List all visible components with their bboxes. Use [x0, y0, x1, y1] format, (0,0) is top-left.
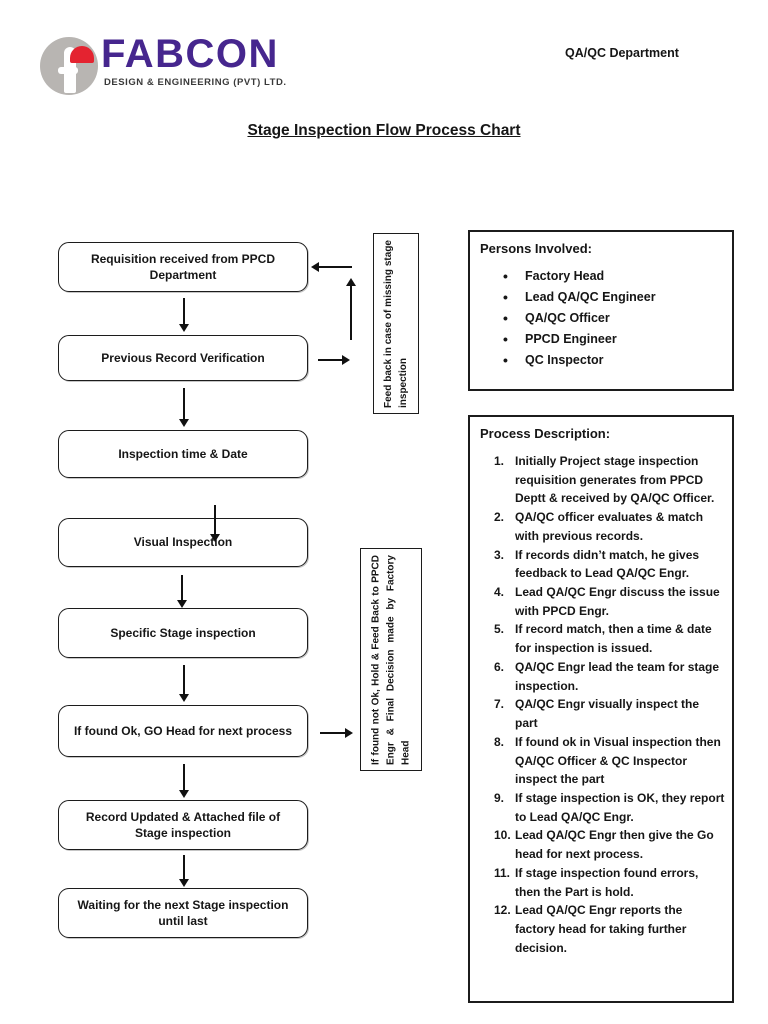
process-step: 11. If stage inspection found errors, the…: [470, 864, 732, 901]
step-number: 3.: [494, 547, 505, 562]
persons-involved-panel: Persons Involved: Factory Head Lead QA/Q…: [468, 230, 734, 391]
step-number: 8.: [494, 734, 505, 749]
step-text: If records didn’t match, he gives feedba…: [515, 547, 700, 581]
flow-arrow-down-icon: [183, 764, 185, 791]
process-step: 9. If stage inspection is OK, they report…: [470, 789, 732, 826]
feedback-arrow-up-icon: [350, 285, 352, 340]
flow-box-requisition-received: Requisition received from PPCD Departmen…: [58, 242, 308, 292]
flow-box-visual-inspection: Visual Inspection: [58, 518, 308, 567]
person-item: PPCD Engineer: [470, 331, 732, 347]
process-step: 3. If records didn’t match, he gives feed…: [470, 546, 732, 583]
step-number: 6.: [494, 659, 505, 674]
page-title: Stage Inspection Flow Process Chart: [247, 122, 521, 139]
side-note-feedback-missing-stage: Feed back in case of missing stage inspe…: [373, 233, 419, 414]
process-step: 10. Lead QA/QC Engr then give the Go head…: [470, 826, 732, 863]
department-label: QA/QC Department: [565, 46, 679, 60]
step-text: Lead QA/QC Engr then give the Go head fo…: [515, 828, 714, 862]
person-item: QA/QC Officer: [470, 310, 732, 326]
logo-red-cap: [70, 46, 94, 63]
process-description-title: Process Description:: [480, 426, 611, 441]
flow-box-label: If found Ok, GO Head for next process: [73, 723, 293, 738]
step-text: QA/QC Engr lead the team for stage inspe…: [515, 659, 720, 693]
flow-box-record-updated: Record Updated & Attached file of Stage …: [58, 800, 308, 850]
process-step: 12. Lead QA/QC Engr reports the factory h…: [470, 901, 732, 957]
step-number: 12.: [494, 903, 511, 918]
flow-arrow-down-icon: [183, 298, 185, 325]
flow-box-label: Requisition received from PPCD Departmen…: [90, 251, 276, 282]
process-description-panel: Process Description: 1. Initially Project…: [468, 415, 734, 1003]
flow-arrow-down-icon: [183, 855, 185, 880]
process-step: 1. Initially Project stage inspection req…: [470, 452, 732, 508]
step-text: If stage inspection found errors, then t…: [515, 865, 699, 899]
flow-arrow-down-icon: [214, 505, 216, 535]
flow-box-label: Waiting for the next Stage inspection un…: [77, 897, 289, 928]
step-number: 7.: [494, 697, 505, 712]
process-step: 5. If record match, then a time & date fo…: [470, 620, 732, 657]
persons-list: Factory Head Lead QA/QC Engineer QA/QC O…: [470, 268, 732, 368]
flow-arrow-down-icon: [181, 575, 183, 601]
process-step: 6. QA/QC Engr lead the team for stage ins…: [470, 658, 732, 695]
process-step: 8. If found ok in Visual inspection then …: [470, 733, 732, 789]
step-number: 4.: [494, 585, 505, 600]
step-text: Lead QA/QC Engr discuss the issue with P…: [515, 585, 720, 618]
side-note-text: Feed back in case of missing stage inspe…: [383, 239, 409, 408]
step-text: Initially Project stage inspection requi…: [515, 454, 715, 506]
process-steps-list: 1. Initially Project stage inspection req…: [470, 452, 732, 957]
feedback-arrow-right-icon: [318, 359, 343, 361]
brand-wordmark: FABCON: [101, 32, 279, 76]
process-step: 7. QA/QC Engr visually inspect the part: [470, 695, 732, 732]
step-number: 5.: [494, 622, 505, 637]
step-text: If stage inspection is OK, they report t…: [515, 790, 725, 824]
step-text: If record match, then a time & date for …: [515, 622, 712, 656]
step-number: 10.: [494, 828, 511, 843]
flow-box-inspection-time-date: Inspection time & Date: [58, 430, 308, 478]
person-item: Factory Head: [470, 268, 732, 284]
feedback-arrow-left-icon: [318, 266, 352, 268]
step-number: 1.: [494, 454, 505, 468]
flow-arrow-down-icon: [183, 388, 185, 420]
flow-box-previous-record-verification: Previous Record Verification: [58, 335, 308, 381]
hold-arrow-right-icon: [320, 732, 346, 734]
flow-box-label: Previous Record Verification: [101, 350, 265, 365]
flow-box-label: Specific Stage inspection: [110, 625, 256, 640]
side-note-hold-decision: If found not Ok, Hold & Feed Back to PPC…: [360, 548, 422, 771]
person-item: QC Inspector: [470, 352, 732, 368]
persons-involved-title: Persons Involved:: [480, 241, 592, 256]
flow-arrow-down-icon: [183, 665, 185, 695]
flow-box-go-ahead: If found Ok, GO Head for next process: [58, 705, 308, 757]
process-step: 4. Lead QA/QC Engr discuss the issue with…: [470, 583, 732, 620]
process-step: 2. QA/QC officer evaluates & match with p…: [470, 508, 732, 545]
person-item: Lead QA/QC Engineer: [470, 289, 732, 305]
step-number: 11.: [494, 865, 511, 880]
step-text: QA/QC officer evaluates & match with pre…: [515, 510, 704, 543]
step-text: QA/QC Engr visually inspect the part: [515, 697, 700, 731]
brand-subtitle: DESIGN & ENGINEERING (PVT) LTD.: [104, 77, 287, 88]
logo-f-crossbar: [58, 67, 78, 74]
step-text: Lead QA/QC Engr reports the factory head…: [515, 903, 687, 955]
flow-box-label: Inspection time & Date: [118, 446, 248, 461]
fabcon-logo-icon: [40, 37, 98, 95]
flow-box-label: Record Updated & Attached file of Stage …: [85, 809, 281, 840]
step-number: 2.: [494, 510, 505, 525]
step-text: If found ok in Visual inspection then QA…: [515, 734, 721, 787]
flow-box-waiting-next-stage: Waiting for the next Stage inspection un…: [58, 888, 308, 938]
flow-box-specific-stage-inspection: Specific Stage inspection: [58, 608, 308, 658]
side-note-text: If found not Ok, Hold & Feed Back to PPC…: [370, 554, 412, 765]
flow-box-label: Visual Inspection: [133, 535, 233, 550]
step-number: 9.: [494, 790, 505, 805]
